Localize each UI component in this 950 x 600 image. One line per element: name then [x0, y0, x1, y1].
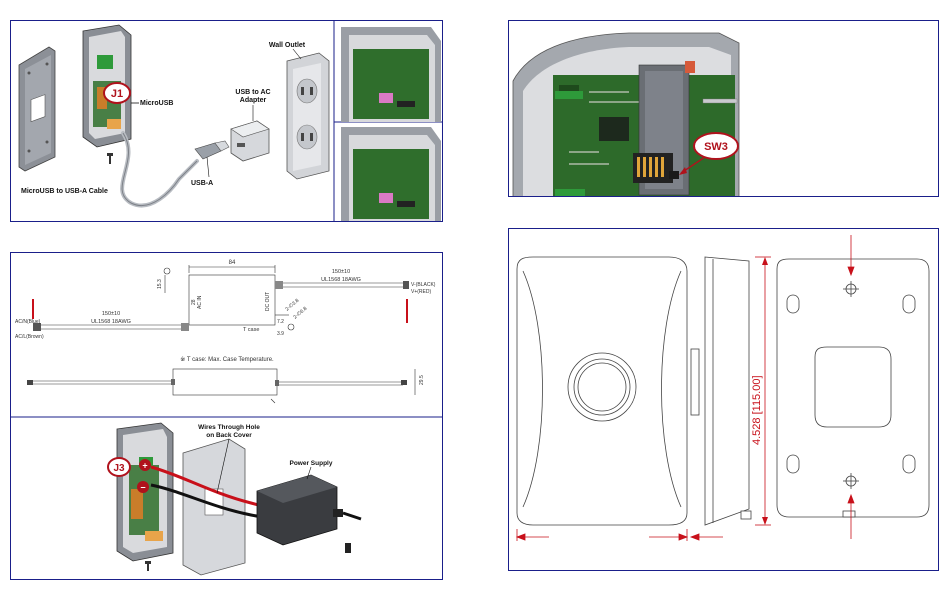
power-supply-box	[256, 474, 362, 553]
psu-side-view	[31, 368, 416, 404]
height-label: 4.528 [115.00]	[751, 375, 763, 445]
dim-150-right: 150±10	[332, 269, 350, 275]
ac-l-label: AC/L(Brown)	[15, 334, 44, 340]
mount-arrows	[847, 235, 855, 539]
usb-ac-adapter	[230, 120, 270, 162]
power-supply-label: Power Supply	[290, 460, 333, 467]
usb-ac-label-1: USB to AC	[235, 89, 270, 96]
dim-7-2: 7.2	[277, 319, 284, 325]
tcase-note: ※ T case: Max. Case Temperature.	[180, 356, 274, 363]
j3-badge: J3	[107, 457, 131, 477]
dim-2-6-8: 2-∅6.8	[292, 306, 308, 321]
usb-cable	[120, 131, 199, 208]
wires-label-2: on Back Cover	[206, 432, 252, 439]
wall-outlet-label: Wall Outlet	[269, 42, 306, 49]
red-wire	[150, 465, 274, 511]
enclosure-dimension-panel: 4.528 [115.00]	[508, 228, 939, 571]
sw3-closeup-drawing: SW3	[512, 32, 740, 196]
j1-label: J1	[111, 88, 123, 100]
power-supply-drawing: 84 150±10 UL1568 18AWG V-(BLACK) V+(RED)…	[11, 260, 442, 576]
v-neg-label: V-(BLACK)	[411, 282, 436, 288]
wires-label-1: Wires Through Hole	[198, 424, 260, 431]
ac-n-label: AC/N(Blue)	[15, 319, 41, 325]
ul-right: UL1568 18AWG	[321, 277, 361, 283]
enclosure-dimension-drawing: 4.528 [115.00]	[515, 235, 930, 541]
tcase-label: T case	[243, 327, 259, 333]
wall-outlet	[286, 52, 330, 180]
power-supply-panel: 84 150±10 UL1568 18AWG V-(BLACK) V+(RED)…	[10, 252, 443, 580]
ul-left: UL1568 18AWG	[91, 319, 131, 325]
inset-closeup-bottom	[341, 127, 441, 221]
plus-badge: +	[139, 459, 151, 471]
j1-badge: J1	[103, 82, 131, 104]
black-wire	[150, 483, 274, 521]
sw3-switch-icon	[669, 171, 679, 179]
v-pos-label: V+(RED)	[411, 289, 431, 295]
width-arrows	[515, 529, 723, 541]
psu-top-view	[41, 265, 407, 330]
dim-28: 28	[191, 299, 197, 305]
minus-badge: −	[137, 481, 149, 493]
usb-connection-panel: J1 MicroUSB USB-A MicroUSB to USB-A Cabl…	[10, 20, 443, 222]
dim-3-9: 3.9	[277, 331, 284, 337]
dim-84: 84	[229, 260, 236, 266]
sw3-closeup-panel: SW3	[508, 20, 939, 197]
usb-a-plug	[194, 140, 230, 160]
cable-label: MicroUSB to USB-A Cable	[21, 188, 108, 195]
j3-label: J3	[113, 463, 125, 474]
usb-connection-drawing: J1 MicroUSB USB-A MicroUSB to USB-A Cabl…	[18, 21, 442, 221]
back-cover-plate	[18, 46, 56, 172]
dc-out-label: DC OUT	[265, 292, 271, 311]
height-dimension: 4.528 [115.00]	[751, 256, 771, 526]
sw3-label: SW3	[704, 141, 728, 153]
usb-a-label: USB-A	[191, 180, 213, 187]
back-view	[776, 258, 930, 518]
side-view	[690, 256, 752, 526]
sw3-callout: SW3	[679, 132, 739, 175]
minus-label: −	[140, 483, 145, 493]
usb-ac-label-2: Adapter	[240, 97, 267, 104]
screw-icon	[145, 561, 151, 571]
inset-closeup-top	[341, 27, 441, 122]
dim-29-5: 29.5	[419, 375, 425, 385]
back-cover-wiring	[182, 438, 246, 576]
dim-150-left: 150±10	[102, 311, 120, 317]
front-view	[516, 256, 688, 526]
dim-15-3: 15.3	[157, 279, 163, 289]
microusb-label: MicroUSB	[140, 100, 173, 107]
screw-icon	[107, 153, 113, 164]
plus-label: +	[142, 461, 147, 471]
ac-in-label: AC IN	[197, 295, 203, 309]
